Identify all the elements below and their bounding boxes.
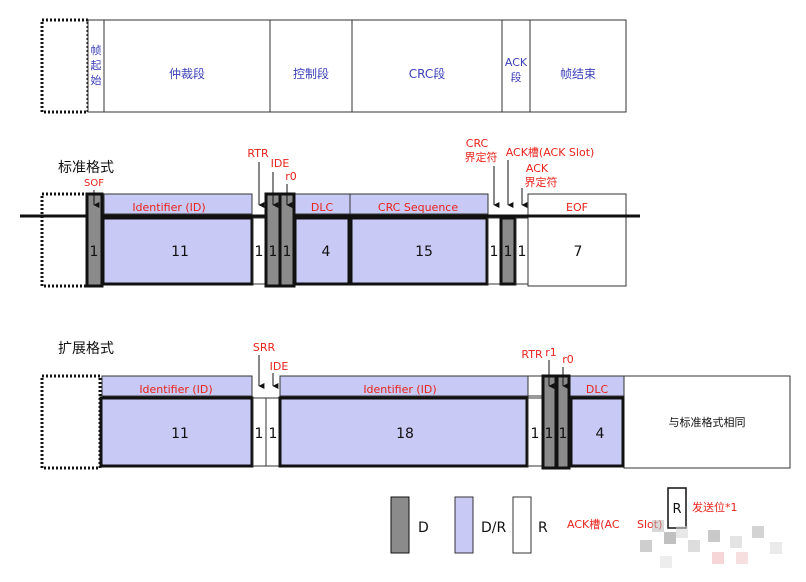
extended-r1-count: 1 <box>545 426 554 442</box>
legend-recessive-swatch <box>512 496 532 554</box>
standard-dlc-bits <box>293 216 351 286</box>
extended-same-as-standard-cell <box>623 375 791 469</box>
standard-ack-delimiter-line1: ACK <box>526 162 549 175</box>
extended-srr-count: 1 <box>255 426 264 442</box>
standard-crc-delimiter-count: 1 <box>490 244 499 260</box>
extended-format: 扩展格式 Identifier (ID) Identifier (ID) DLC… <box>40 341 791 470</box>
standard-ide-count: 1 <box>269 244 278 260</box>
extended-identifier-ext-label: Identifier (ID) <box>363 383 436 396</box>
extended-dlc-bits <box>569 396 625 468</box>
legend-ack-slot-label: ACK槽(AC <box>567 518 620 531</box>
extended-r0-bit <box>555 374 571 470</box>
extended-ide-pointer-label: IDE <box>270 360 289 373</box>
standard-crc-bits <box>349 216 489 286</box>
standard-idle-dashed <box>40 192 90 288</box>
extended-same-as-standard-label: 与标准格式相同 <box>669 415 746 429</box>
overview-sof-char1: 帧 <box>91 43 102 57</box>
standard-format-title: 标准格式 <box>58 160 114 176</box>
extended-identifier-ext-bits <box>278 396 529 468</box>
overview-sof-char3: 始 <box>91 73 102 87</box>
standard-crc-delimiter-line2: 界定符 <box>465 150 498 164</box>
legend-dominant-label: D <box>418 520 429 536</box>
legend-dominant-recessive-label: D/R <box>481 520 506 536</box>
extended-r0-count: 1 <box>559 426 568 442</box>
extended-identifier-base-upper <box>101 375 253 397</box>
legend-dominant-swatch <box>390 496 410 554</box>
standard-sof-bit <box>85 192 104 288</box>
extended-r1-pointer-label: r1 <box>545 346 557 359</box>
standard-crc-count: 15 <box>415 244 433 260</box>
overview-crc-label: CRC段 <box>409 66 446 81</box>
standard-crc-upper <box>349 193 489 215</box>
overview-idle-dashed <box>40 18 90 114</box>
standard-eof-label: EOF <box>566 201 588 214</box>
standard-sof-count: 1 <box>90 244 99 260</box>
extended-dlc-count: 4 <box>596 426 605 442</box>
extended-format-title: 扩展格式 <box>58 341 114 357</box>
standard-crc-sequence-label: CRC Sequence <box>378 201 458 214</box>
extended-identifier-ext-count: 18 <box>396 426 414 442</box>
extended-identifier-base-count: 11 <box>171 426 189 442</box>
overview-ack-line2: 段 <box>511 70 522 84</box>
overview-ack-line1: ACK <box>505 56 528 69</box>
standard-dlc-count: 4 <box>322 244 331 260</box>
standard-ide-pointer-label: IDE <box>271 157 290 170</box>
overview-arbitration-cell <box>103 19 271 113</box>
standard-r0-pointer-label: r0 <box>285 170 297 183</box>
overview-row: 帧 起 始 仲裁段 控制段 CRC段 ACK 段 帧结束 <box>40 18 627 114</box>
extended-ide-count: 1 <box>269 426 278 442</box>
standard-rtr-pointer-label: RTR <box>247 147 269 160</box>
standard-identifier-count: 11 <box>171 244 189 260</box>
standard-ack-delimiter-bit <box>515 217 529 285</box>
overview-sof-char2: 起 <box>91 59 102 72</box>
standard-r0-bit <box>278 192 296 288</box>
overview-ack-cell <box>501 19 531 113</box>
standard-rtr-count: 1 <box>255 244 264 260</box>
standard-ack-slot-count: 1 <box>504 244 513 260</box>
standard-dlc-label: DLC <box>311 201 334 214</box>
overview-crc-cell <box>351 19 503 113</box>
standard-ack-slot-pointer-label: ACK槽(ACK Slot) <box>506 146 595 159</box>
overview-control-cell <box>269 19 353 113</box>
extended-srr-pointer-label: SRR <box>253 341 276 354</box>
extended-identifier-base-bits <box>99 396 254 468</box>
watermark-pixelated-patch <box>640 520 782 568</box>
standard-identifier-upper <box>103 193 253 215</box>
standard-identifier-bits <box>101 216 254 286</box>
standard-ide-bit <box>264 192 282 288</box>
overview-eof-label: 帧结束 <box>560 67 596 81</box>
extended-rtr-pointer-label: RTR <box>521 348 543 361</box>
standard-eof-count: 7 <box>574 244 583 260</box>
extended-rtr-count: 1 <box>531 426 540 442</box>
standard-crc-delimiter-line1: CRC <box>466 137 489 150</box>
standard-sof-pointer-label: SOF <box>84 178 104 189</box>
extended-identifier-base-label: Identifier (ID) <box>139 383 212 396</box>
extended-idle-dashed <box>40 374 102 470</box>
standard-eof-cell <box>527 193 627 287</box>
extended-r0-pointer-label: r0 <box>562 353 574 366</box>
legend-transmit-bit-label: 发送位*1 <box>692 500 738 514</box>
standard-r0-count: 1 <box>283 244 292 260</box>
extended-dlc-label: DLC <box>586 383 609 396</box>
overview-eof-cell <box>529 19 627 113</box>
extended-r1-bit <box>541 374 558 470</box>
legend: D D/R R ACK槽(AC Slot) R 发送位*1 <box>390 487 782 568</box>
standard-format: 标准格式 Identifier (ID) DLC CRC Sequence EO… <box>20 137 640 288</box>
standard-identifier-label: Identifier (ID) <box>132 201 205 214</box>
overview-control-label: 控制段 <box>293 66 329 81</box>
legend-recessive-label: R <box>538 520 548 536</box>
standard-ack-delimiter-count: 1 <box>518 244 527 260</box>
legend-dominant-recessive-swatch <box>454 496 474 554</box>
standard-ack-delimiter-line2: 界定符 <box>525 175 558 189</box>
extended-rtr-upper <box>527 375 543 397</box>
overview-arbitration-label: 仲裁段 <box>169 66 205 81</box>
standard-ack-slot-bit <box>499 216 517 286</box>
legend-transmit-bit-box-label: R <box>672 502 681 517</box>
